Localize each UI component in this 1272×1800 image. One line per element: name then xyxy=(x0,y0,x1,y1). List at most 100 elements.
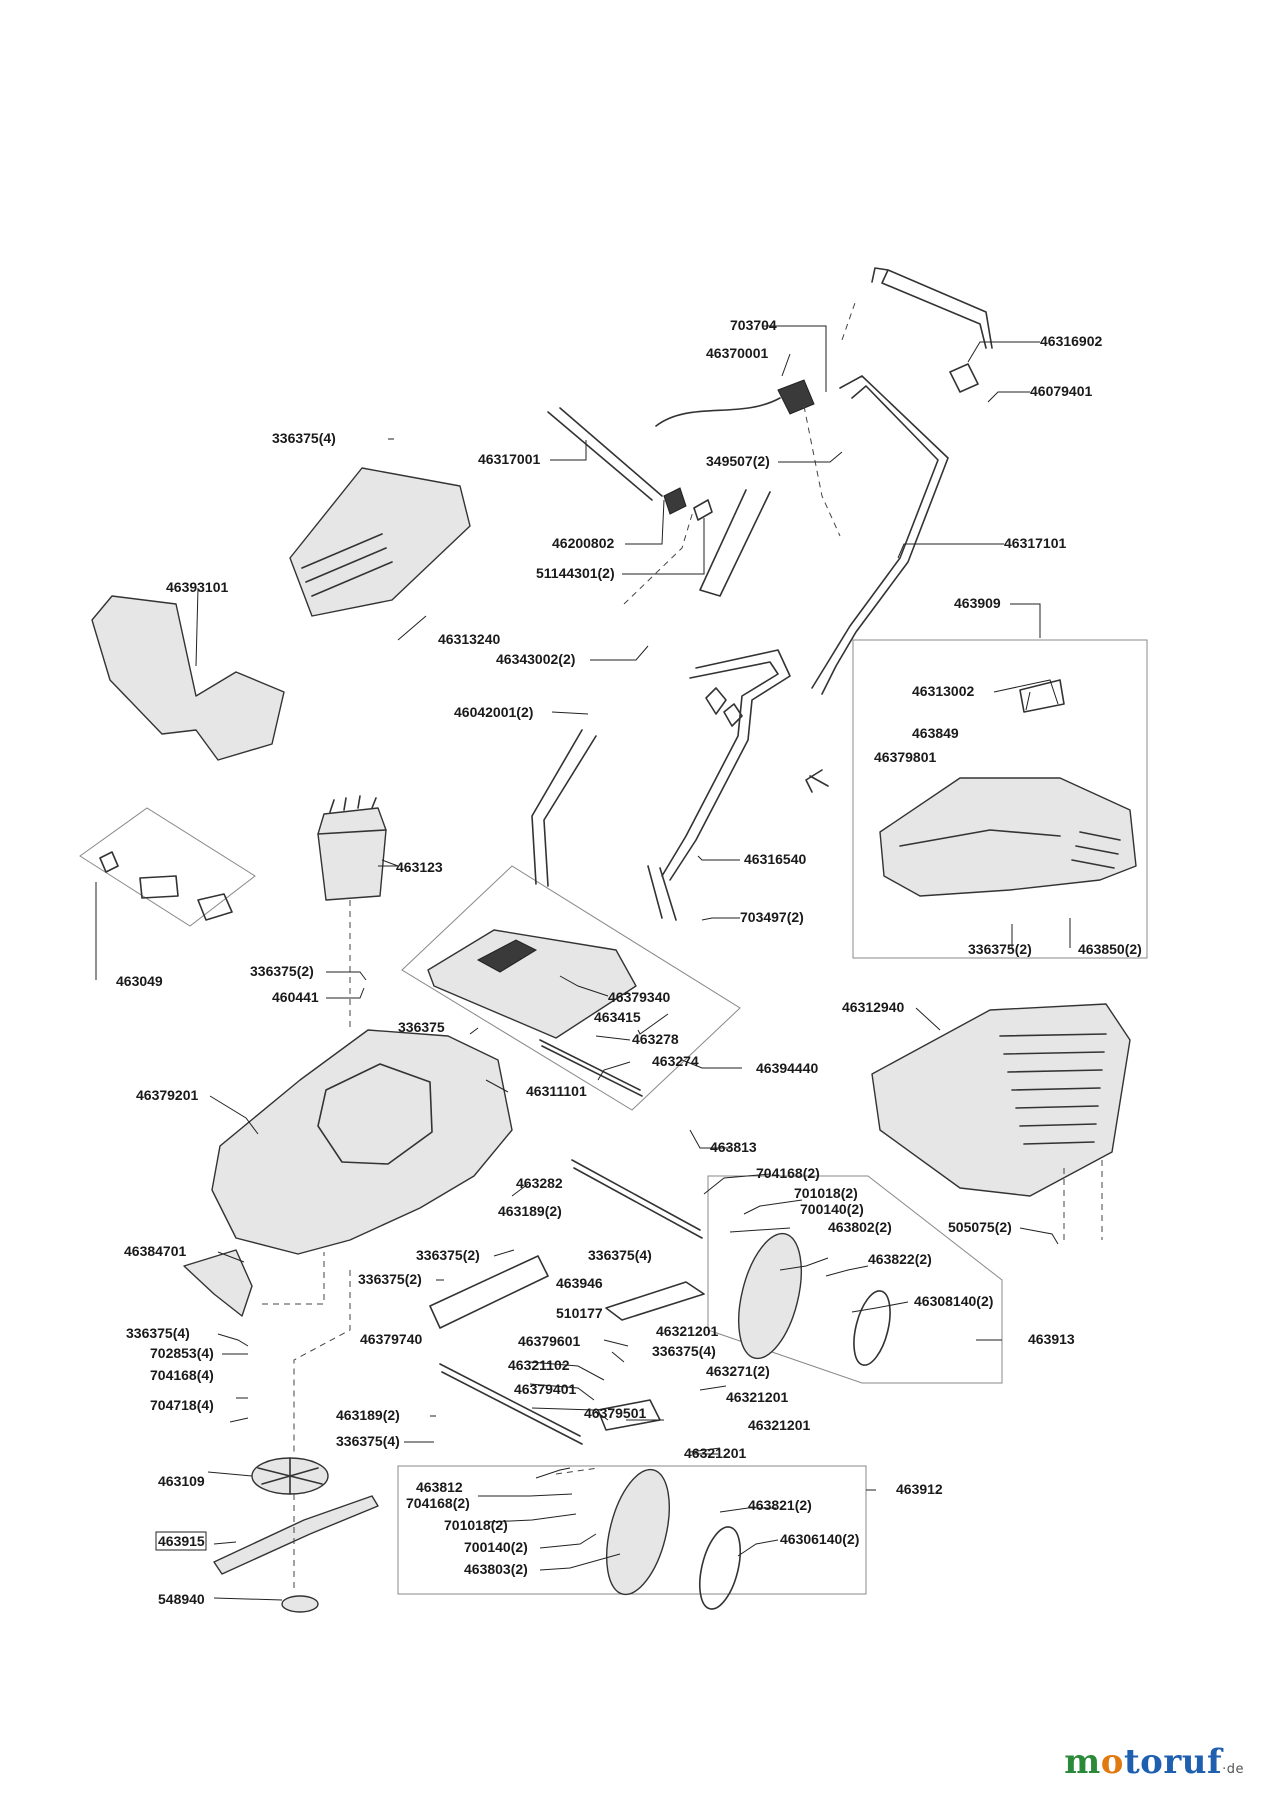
label-336375-2-c: 336375(2) xyxy=(416,1247,480,1263)
label-46343002-2: 46343002(2) xyxy=(496,651,575,667)
label-336375-4-e: 336375(4) xyxy=(336,1433,400,1449)
label-336375: 336375 xyxy=(398,1019,445,1035)
label-46379601: 46379601 xyxy=(518,1333,581,1349)
leader-lines xyxy=(95,325,1071,1601)
label-46308140-2: 46308140(2) xyxy=(914,1293,993,1309)
label-704168-4: 704168(4) xyxy=(150,1367,214,1383)
label-336375-4-d: 336375(4) xyxy=(652,1343,716,1359)
label-463913: 463913 xyxy=(1028,1331,1075,1347)
frame-grass-box-lid xyxy=(852,639,1148,959)
label-463189-2-b: 463189(2) xyxy=(336,1407,400,1423)
label-701018-2-a: 701018(2) xyxy=(794,1185,858,1201)
front-wheel-hubcap xyxy=(698,1526,742,1610)
frame-cover-kit xyxy=(401,865,741,1111)
label-51144301-2: 51144301(2) xyxy=(536,565,615,581)
label-463812: 463812 xyxy=(416,1479,463,1495)
rear-wheel xyxy=(738,1232,802,1360)
frame-front-wheel-kit xyxy=(397,1465,867,1595)
grass-box-handle xyxy=(1019,679,1065,713)
label-463849: 463849 xyxy=(912,725,959,741)
label-463822-2: 463822(2) xyxy=(868,1251,932,1267)
label-46379401: 46379401 xyxy=(514,1381,577,1397)
strain-relief xyxy=(693,499,713,521)
upper-handle-bar xyxy=(871,267,993,349)
motor-cover-vents xyxy=(301,533,393,597)
label-46316902: 46316902 xyxy=(1040,333,1103,349)
label-46306140-2: 46306140(2) xyxy=(780,1531,859,1547)
label-336375-4-a: 336375(4) xyxy=(272,430,336,446)
grass-box xyxy=(871,1003,1131,1197)
front-wheel xyxy=(606,1468,670,1596)
fan-blades xyxy=(257,1457,323,1495)
label-463282: 463282 xyxy=(516,1175,563,1191)
assembly-line-wheel xyxy=(555,1467,599,1475)
watermark-m: m xyxy=(1064,1742,1101,1782)
label-463821-2: 463821(2) xyxy=(748,1497,812,1513)
grass-box-mesh xyxy=(999,1033,1107,1145)
label-704168-2-b: 704168(2) xyxy=(406,1495,470,1511)
label-463803-2: 463803(2) xyxy=(464,1561,528,1577)
watermark-dot: · xyxy=(1222,1762,1227,1777)
switch-cover xyxy=(427,929,637,1039)
handle-clamp-knob xyxy=(705,687,743,727)
label-463109: 463109 xyxy=(158,1473,205,1489)
label-463912: 463912 xyxy=(896,1481,943,1497)
front-axle xyxy=(439,1363,583,1445)
label-46079401: 46079401 xyxy=(1030,383,1093,399)
watermark-tld: de xyxy=(1226,1762,1244,1777)
label-46317001: 46317001 xyxy=(478,451,541,467)
label-548940: 548940 xyxy=(158,1591,205,1607)
label-46317101: 46317101 xyxy=(1004,535,1067,551)
mulch-insert xyxy=(91,595,285,761)
label-46312940: 46312940 xyxy=(842,999,905,1015)
label-703497-2: 703497(2) xyxy=(740,909,804,925)
label-703704: 703704 xyxy=(730,317,777,333)
label-700140-2-b: 700140(2) xyxy=(464,1539,528,1555)
label-463946: 463946 xyxy=(556,1275,603,1291)
label-46321201-a: 46321201 xyxy=(656,1323,719,1339)
label-463813: 463813 xyxy=(710,1139,757,1155)
capacitor xyxy=(99,851,233,921)
rear-wheel-hubcap xyxy=(853,1290,891,1366)
label-505075-2: 505075(2) xyxy=(948,1219,1012,1235)
mower-housing xyxy=(211,1029,513,1255)
label-460441: 460441 xyxy=(272,989,319,1005)
switch-cover-panel xyxy=(476,939,538,973)
label-510177: 510177 xyxy=(556,1305,603,1321)
label-463915-box xyxy=(155,1531,207,1551)
label-336375-2-d: 336375(2) xyxy=(358,1271,422,1287)
plug-connector xyxy=(663,487,687,515)
label-46384701: 46384701 xyxy=(124,1243,187,1259)
label-46379201: 46379201 xyxy=(136,1087,199,1103)
assembly-line-handle xyxy=(623,299,857,605)
housing-chute xyxy=(317,1063,433,1165)
label-463189-2-a: 463189(2) xyxy=(498,1203,562,1219)
cable-clip xyxy=(547,407,663,501)
label-46042001-2: 46042001(2) xyxy=(454,704,533,720)
motor-cover xyxy=(289,467,471,617)
label-463278: 463278 xyxy=(632,1031,679,1047)
lower-handle-frame xyxy=(531,649,791,921)
label-46321201-d: 46321201 xyxy=(684,1445,747,1461)
rear-axle xyxy=(605,1281,705,1321)
label-46379801: 46379801 xyxy=(874,749,937,765)
assembly-line-deck xyxy=(262,1252,325,1305)
label-463271-2: 463271(2) xyxy=(706,1363,770,1379)
label-349507-2: 349507(2) xyxy=(706,453,770,469)
label-704168-2-a: 704168(2) xyxy=(756,1165,820,1181)
switch-cable xyxy=(655,397,781,427)
label-336375-2-a: 336375(2) xyxy=(968,941,1032,957)
motor xyxy=(317,807,387,901)
site-watermark: motoruf·de xyxy=(1064,1742,1244,1782)
label-46393101: 46393101 xyxy=(166,579,229,595)
label-46379501: 46379501 xyxy=(584,1405,647,1421)
label-46321201-c: 46321201 xyxy=(748,1417,811,1433)
label-46313002: 46313002 xyxy=(912,683,975,699)
assembly-line-motor xyxy=(293,900,351,1588)
label-336375-2-b: 336375(2) xyxy=(250,963,314,979)
watermark-o: o xyxy=(1100,1742,1124,1782)
label-46313240: 46313240 xyxy=(438,631,501,647)
label-46379740: 46379740 xyxy=(360,1331,423,1347)
label-702853-4: 702853(4) xyxy=(150,1345,214,1361)
label-463415: 463415 xyxy=(594,1009,641,1025)
